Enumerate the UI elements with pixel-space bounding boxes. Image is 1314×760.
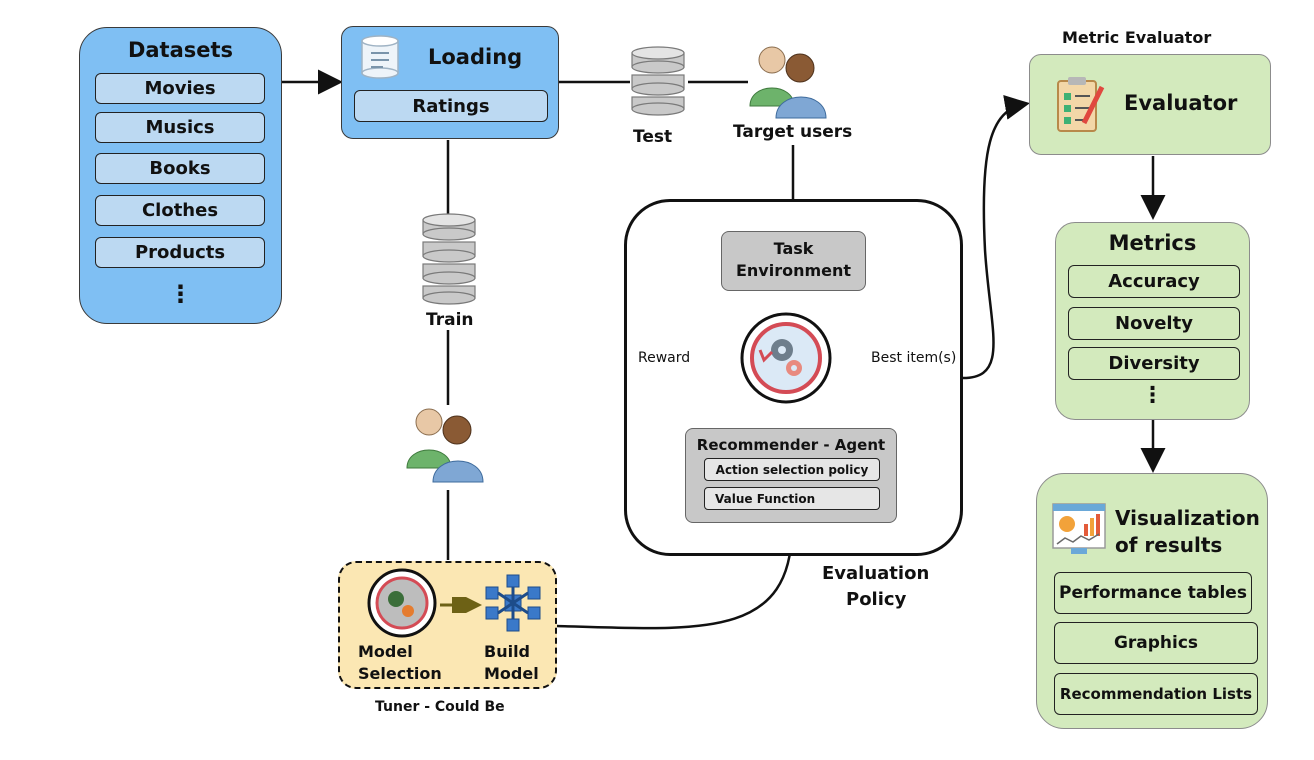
dashboard-chart-icon: [1052, 503, 1106, 554]
metric-item-accuracy[interactable]: Accuracy: [1068, 265, 1240, 298]
datasets-panel: Datasets Movies Musics Books Clothes Pro…: [79, 27, 282, 324]
users-icon: [406, 408, 484, 483]
visualization-panel: Visualization of results Performance tab…: [1036, 473, 1268, 729]
viz-item-recommendation-lists[interactable]: Recommendation Lists: [1054, 673, 1258, 715]
gears-cycle-icon: [740, 312, 832, 404]
tuner-label: Tuner - Could Be: [375, 699, 505, 715]
metrics-title: Metrics: [1108, 231, 1197, 255]
build-model-line2: Model: [484, 664, 539, 683]
database-icon: [361, 35, 399, 79]
dataset-item-products[interactable]: Products: [95, 237, 265, 268]
model-selection-icon: [367, 568, 437, 638]
reward-label: Reward: [638, 350, 691, 366]
arrow-tuner-to-agent: [556, 525, 805, 630]
metric-item-novelty[interactable]: Novelty: [1068, 307, 1240, 340]
dataset-item-books[interactable]: Books: [95, 153, 265, 184]
metrics-more: ⋮: [1141, 383, 1164, 408]
loading-item-ratings[interactable]: Ratings: [354, 90, 548, 122]
arrow-policy-to-evaluator: [962, 95, 1030, 380]
agent-item-value-function[interactable]: Value Function: [704, 487, 880, 510]
tuner-panel: Model Selection Build Model: [338, 561, 557, 689]
evaluation-policy-line1: Evaluation: [822, 563, 930, 584]
dataset-item-musics[interactable]: Musics: [95, 112, 265, 143]
dataset-item-clothes[interactable]: Clothes: [95, 195, 265, 226]
viz-item-graphics[interactable]: Graphics: [1054, 622, 1258, 664]
model-selection-line1: Model: [358, 642, 413, 661]
target-users-label: Target users: [733, 122, 853, 142]
metrics-panel: Metrics Accuracy Novelty Diversity ⋮: [1055, 222, 1250, 420]
agent-title: Recommender - Agent: [696, 436, 886, 454]
task-environment-box[interactable]: Task Environment: [721, 231, 866, 291]
clipboard-checklist-icon: [1057, 77, 1105, 132]
dataset-item-movies[interactable]: Movies: [95, 73, 265, 104]
visualization-title-line1: Visualization: [1115, 506, 1260, 530]
datasets-more: ⋮: [168, 280, 193, 308]
agent-item-action-policy[interactable]: Action selection policy: [704, 458, 880, 481]
task-env-line1: Task: [773, 239, 814, 258]
best-items-label: Best item(s): [871, 350, 957, 366]
model-selection-arrow: [440, 597, 482, 613]
train-label: Train: [426, 310, 474, 330]
users-icon: [749, 46, 827, 119]
train-database-icon: [422, 213, 476, 305]
evaluator-panel[interactable]: Evaluator: [1029, 54, 1271, 155]
loading-title: Loading: [428, 45, 523, 69]
task-env-line2: Environment: [735, 261, 852, 280]
datasets-title: Datasets: [127, 38, 234, 62]
visualization-title-line2: of results: [1115, 533, 1223, 557]
test-database-icon: [631, 46, 685, 116]
recommender-agent-box[interactable]: Recommender - Agent Action selection pol…: [685, 428, 897, 523]
metric-evaluator-header: Metric Evaluator: [1062, 28, 1212, 47]
metric-item-diversity[interactable]: Diversity: [1068, 347, 1240, 380]
build-model-line1: Build: [484, 642, 531, 661]
evaluator-title: Evaluator: [1124, 91, 1238, 115]
build-model-icon: [485, 574, 541, 632]
loading-panel: Loading Ratings: [341, 26, 559, 139]
evaluation-policy-line2: Policy: [846, 589, 907, 610]
viz-item-performance-tables[interactable]: Performance tables: [1054, 572, 1252, 614]
model-selection-line2: Selection: [358, 664, 442, 683]
test-label: Test: [633, 127, 673, 147]
